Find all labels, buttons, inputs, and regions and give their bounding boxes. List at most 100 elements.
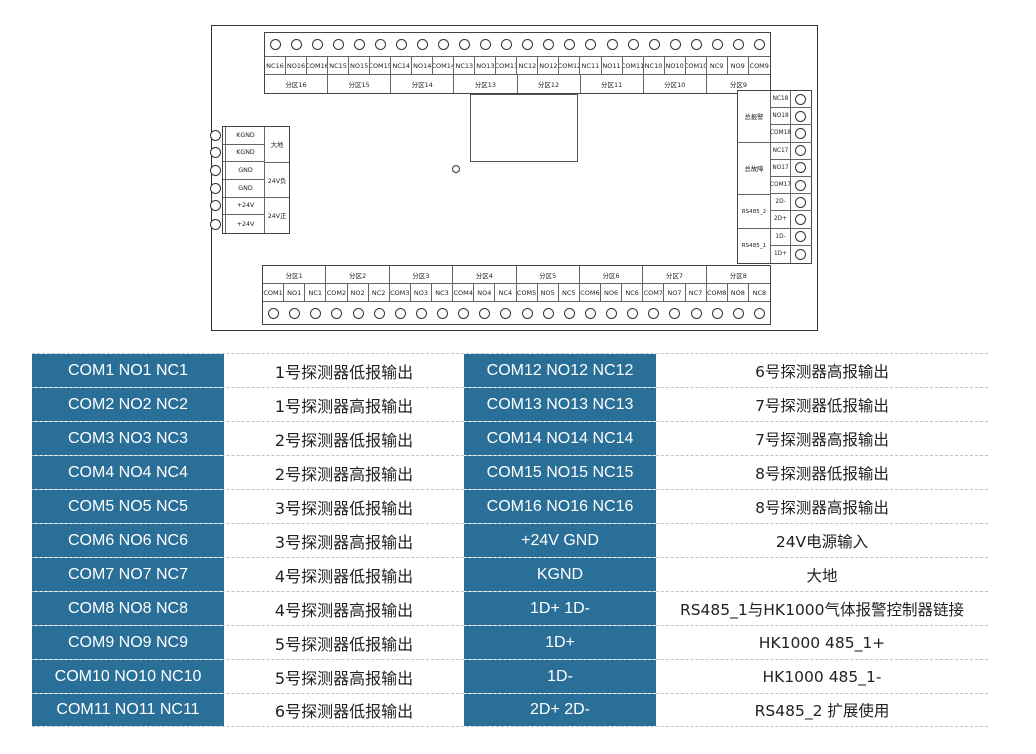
screw-terminal	[210, 147, 221, 159]
legend-value: 7号探测器低报输出	[755, 396, 889, 415]
legend-key: COM8 NO8 NC8	[32, 592, 224, 625]
group-24v-neg: 24V负	[265, 163, 289, 198]
zone-label: 分区9	[729, 81, 747, 89]
terminal-label: COM16	[307, 57, 329, 74]
right-terminal-row: 1D+	[771, 245, 812, 263]
legend-value: 2号探测器高报输出	[274, 464, 414, 484]
legend-value: 1号探测器高报输出	[274, 396, 414, 416]
screw-terminal	[210, 218, 221, 230]
right-terminal-row: COM17	[770, 177, 812, 195]
screw-terminal	[627, 39, 639, 50]
terminal-label: NC12	[517, 57, 539, 74]
screw-terminal	[438, 39, 450, 50]
terminal-label: COM11	[623, 57, 644, 74]
screw-terminal	[312, 39, 324, 50]
screw-terminal	[500, 307, 512, 319]
terminal-label: NO3	[411, 284, 432, 301]
terminal-label: NC11	[580, 57, 602, 74]
terminal-label: NC6	[622, 284, 644, 301]
screw-terminal	[291, 39, 303, 50]
zone-label: 分区4	[453, 266, 517, 283]
screw-terminal	[795, 110, 806, 122]
legend-key: +24V GND	[464, 524, 656, 557]
screw-terminal	[458, 307, 470, 319]
left-terminal-row: GND	[210, 180, 265, 198]
zone-label: 分区1	[263, 266, 327, 283]
legend-value: 24V电源输入	[775, 532, 869, 551]
terminal-label: GND	[225, 162, 265, 179]
legend-key: COM1 NO1 NC1	[32, 354, 224, 387]
right-terminal-row: 2D+	[771, 211, 812, 229]
screw-terminal	[210, 182, 221, 194]
terminal-label: COM14	[433, 57, 455, 74]
screw-terminal	[795, 248, 806, 260]
terminal-label: NC10	[644, 57, 665, 74]
screw-terminal	[795, 145, 806, 157]
screw-terminal	[690, 39, 702, 50]
terminal-label: COM4	[453, 284, 475, 301]
terminal-label: NO18	[771, 108, 791, 125]
terminal-label: NO6	[601, 284, 623, 301]
legend-key: COM2 NO2 NC2	[32, 388, 224, 421]
terminal-label: 2D+	[771, 211, 791, 228]
screw-terminal	[459, 39, 471, 50]
right-terminal-row: NO17	[771, 159, 812, 177]
terminal-label: NO7	[664, 284, 686, 301]
group-total-fault: 总故障	[738, 143, 770, 195]
screw-terminal	[711, 39, 723, 50]
screw-terminal	[795, 179, 806, 191]
legend-key: COM7 NO7 NC7	[32, 558, 224, 591]
group-rs485-1: RS485_1	[741, 243, 767, 249]
terminal-label: NC15	[328, 57, 350, 74]
terminal-label: COM10	[686, 57, 707, 74]
legend-key: COM6 NO6 NC6	[32, 524, 224, 557]
screw-terminal	[270, 39, 282, 50]
screw-terminal	[396, 39, 408, 50]
screw-terminal	[415, 307, 427, 319]
terminal-label: NC8	[752, 288, 767, 297]
group-24v-pos: 24V正	[267, 213, 287, 220]
screw-terminal	[795, 127, 806, 139]
screw-terminal	[795, 93, 806, 105]
screw-terminal	[543, 39, 555, 50]
zone-label: 分区11	[581, 75, 644, 93]
terminal-label: NC1	[305, 284, 327, 301]
terminal-label: COM15	[370, 57, 392, 74]
indicator-led	[452, 165, 460, 173]
screw-terminal	[352, 307, 364, 319]
legend-value: 7号探测器高报输出	[755, 430, 889, 449]
screw-terminal	[437, 307, 449, 319]
terminal-label: NC7	[686, 284, 707, 301]
screw-terminal	[606, 39, 618, 50]
legend-key: 1D+	[464, 626, 656, 659]
screw-terminal	[711, 307, 723, 319]
terminal-label: NO4	[474, 284, 496, 301]
terminal-label: COM1	[263, 284, 285, 301]
screw-terminal	[479, 307, 491, 319]
terminal-label: NC14	[391, 57, 413, 74]
terminal-label: COM17	[770, 177, 791, 194]
bottom-screw-row	[263, 302, 770, 324]
screw-terminal	[542, 307, 554, 319]
legend-value: 4号探测器低报输出	[274, 566, 414, 586]
terminal-label: +24V	[225, 215, 265, 233]
right-terminal-row: NC18	[771, 91, 812, 109]
zone-label: 分区2	[326, 266, 390, 283]
legend-value: HK1000 485_1+	[758, 633, 886, 652]
terminal-label: 1D+	[771, 245, 791, 263]
top-screw-row	[265, 33, 770, 57]
terminal-label: NC13	[454, 57, 476, 74]
legend-value: 4号探测器高报输出	[274, 600, 414, 620]
zone-label: 分区15	[328, 75, 392, 93]
screw-terminal	[521, 307, 533, 319]
screw-terminal	[310, 307, 322, 319]
legend-value: 2号探测器低报输出	[274, 430, 414, 450]
legend-key: COM4 NO4 NC4	[32, 456, 224, 489]
legend-key: KGND	[464, 558, 656, 591]
terminal-label: GND	[225, 180, 265, 197]
screw-terminal	[584, 307, 596, 319]
screw-terminal	[564, 39, 576, 50]
